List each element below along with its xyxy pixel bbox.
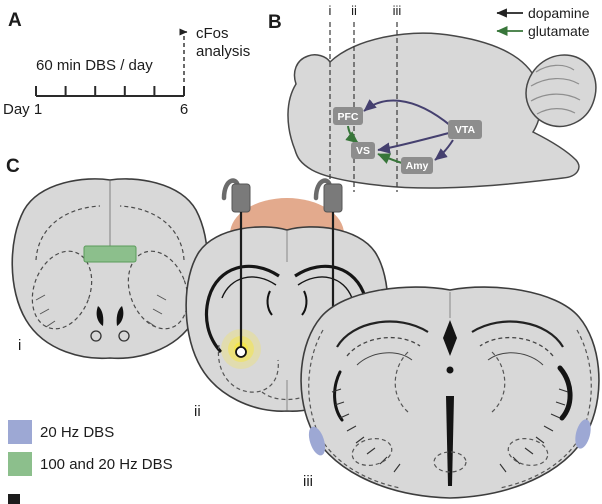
section-iii-aqueduct	[446, 366, 454, 374]
section-iii-midline-tract	[446, 396, 454, 486]
section-iii-amygdala-dashed-right	[507, 438, 549, 466]
section-i-green-target-region	[83, 245, 137, 263]
section-iii-outline	[300, 286, 600, 499]
plane-label-i: i	[329, 3, 332, 18]
section-iii-vta-dashed	[433, 451, 467, 473]
section-iii-hippocampus-inner	[346, 336, 554, 357]
cerebellum-outline	[525, 54, 597, 128]
region-label-vs: VS	[356, 145, 370, 157]
legend-swatch-green	[8, 452, 32, 476]
plane-label-iii: iii	[393, 3, 402, 18]
analysis-text-line1: cFos	[196, 25, 229, 42]
electrode-connector-left	[231, 183, 251, 213]
dopamine-legend-label: dopamine	[528, 5, 590, 21]
region-label-pfc: PFC	[338, 111, 359, 123]
section-iii-dentate-lines	[356, 352, 544, 366]
cropped-edge-mark	[8, 494, 20, 504]
projection-pathways	[345, 99, 454, 164]
vta-to-vs-projection	[377, 132, 450, 154]
section-iii-hatch-marks	[331, 388, 569, 473]
section-i-cortex-dashed	[35, 205, 185, 261]
legend-label-100-20hz: 100 and 20 Hz DBS	[40, 456, 173, 473]
analysis-callout-arrow	[179, 28, 188, 82]
vta-to-amy-projection	[434, 139, 454, 161]
vta-to-pfc-projection	[363, 99, 452, 127]
section-i-commissure-right	[118, 330, 130, 342]
panel-c-label: C	[6, 156, 20, 177]
coronal-section-i: i	[11, 178, 209, 360]
electrode-tip-ring-left	[235, 346, 247, 358]
section-i-label: i	[18, 337, 21, 354]
pfc-to-vs-projection	[345, 125, 359, 144]
section-i-striatum-dashed-left	[31, 250, 93, 330]
analysis-text-line2: analysis	[196, 43, 250, 60]
coronal-section-iii: iii	[300, 286, 600, 499]
section-iii-left-tract	[333, 370, 344, 422]
region-box-vta	[448, 120, 482, 139]
glutamate-legend-label: glutamate	[528, 23, 590, 39]
section-iii-blue-region-right	[575, 419, 591, 449]
section-iii-third-ventricle	[443, 320, 457, 356]
panel-b: B i ii iii dopamine glutamate	[268, 3, 597, 192]
brain-region-boxes: PFC VS Amy VTA	[333, 107, 482, 174]
electrode-left	[221, 178, 251, 358]
section-iii-label: iii	[303, 473, 313, 490]
treatment-text: 60 min DBS / day	[36, 57, 153, 74]
section-ii-lateral-ventricles	[266, 290, 308, 316]
legend-swatch-blue	[8, 420, 32, 444]
amy-to-vs-projection	[377, 153, 403, 164]
legend-label-20hz: 20 Hz DBS	[40, 424, 114, 441]
cerebellum-folia-lines	[530, 64, 581, 115]
day-start-label: Day 1	[3, 101, 42, 118]
section-i-outline	[11, 178, 209, 360]
section-i-striatum-dashed-right	[127, 250, 189, 330]
section-ii-label: ii	[194, 403, 201, 420]
region-label-vta: VTA	[455, 124, 476, 136]
region-box-vs	[351, 142, 375, 159]
panel-b-legend: dopamine glutamate	[496, 5, 590, 39]
panel-c-legend: 20 Hz DBS 100 and 20 Hz DBS	[8, 420, 173, 504]
section-iii-blue-region-left	[308, 426, 326, 456]
section-i-commissure-left	[90, 330, 102, 342]
plane-label-ii: ii	[351, 3, 357, 18]
region-box-pfc	[333, 107, 363, 125]
section-ii-inner-cc-line	[221, 276, 353, 299]
panel-b-label: B	[268, 12, 282, 33]
region-label-amy: Amy	[406, 160, 429, 172]
panel-a: A 60 min DBS / day Day 1 6 cFos analysis	[3, 10, 250, 118]
panel-a-label: A	[8, 10, 22, 31]
section-iii-right-tract	[557, 365, 573, 421]
section-iii-hippocampus-outer	[336, 320, 564, 348]
day-end-label: 6	[180, 101, 188, 118]
region-box-amy	[401, 157, 433, 174]
panel-c: C i	[6, 156, 600, 504]
timeline-ticks	[35, 86, 185, 96]
section-i-ventricles	[96, 306, 124, 326]
electrode-connector-right	[323, 183, 343, 213]
section-iii-amygdala-dashed-left	[351, 438, 393, 466]
section-i-hatch-marks	[35, 294, 167, 328]
